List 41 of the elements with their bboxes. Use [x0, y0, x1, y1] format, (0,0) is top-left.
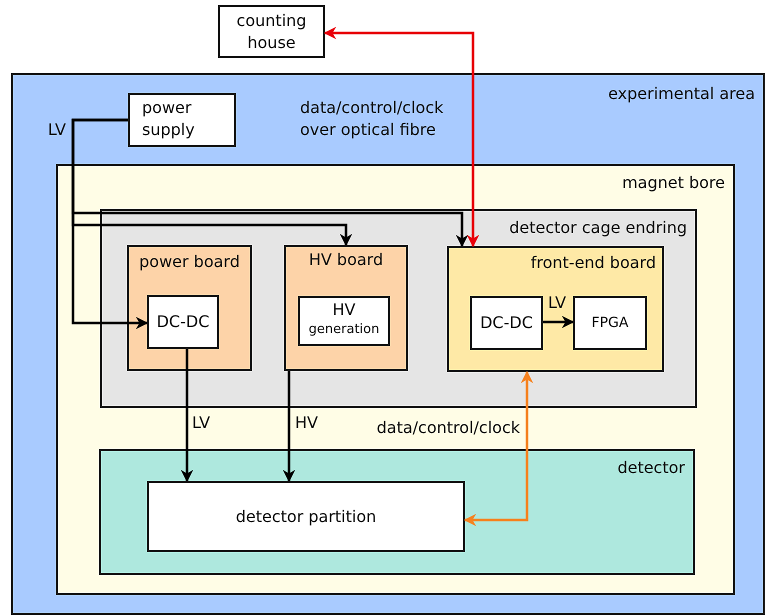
heading-label: magnet bore: [622, 172, 725, 194]
board-box: [447, 246, 664, 372]
edge-label: HV: [295, 412, 319, 434]
edge-label: LV: [192, 412, 212, 434]
connector-arrow: [464, 370, 534, 526]
edge-label: data/control/clock: [376, 417, 520, 439]
edge-label: LV: [46, 119, 66, 141]
box-label: HV: [332, 300, 356, 320]
connector-arrow: [543, 316, 574, 328]
box-label: counting house: [236, 10, 308, 54]
enclosure-panel: [100, 209, 697, 408]
connector-arrow: [324, 26, 480, 248]
connector-arrow: [72, 118, 468, 248]
box-label: power supply: [142, 97, 196, 141]
area-panel: [99, 449, 695, 575]
edge-label: data/control/clock over optical fibre: [300, 97, 444, 141]
generator-box: [298, 296, 390, 346]
heading-label: power board: [138, 251, 241, 273]
converter-box: [470, 296, 543, 350]
heading-label: front-end board: [530, 252, 656, 274]
location-box: [218, 5, 325, 58]
converter-box: [147, 295, 219, 349]
heading-label: detector cage endring: [509, 217, 687, 239]
supply-box: [128, 93, 236, 147]
box-label: FPGA: [590, 314, 630, 333]
partition-box: [147, 481, 465, 552]
heading-label: HV board: [308, 249, 384, 271]
area-panel: [11, 73, 765, 615]
board-box: [127, 245, 252, 371]
connector-arrow: [180, 349, 194, 482]
box-label: generation: [308, 322, 380, 338]
box-label: DC-DC: [479, 312, 534, 334]
box-label: detector partition: [234, 506, 378, 528]
area-panel: [56, 164, 735, 595]
edge-label: LV: [548, 292, 568, 314]
box-label: DC-DC: [156, 311, 210, 333]
connector-arrow: [282, 371, 296, 482]
heading-label: detector: [617, 457, 685, 479]
fpga-box: [573, 296, 647, 350]
heading-label: experimental area: [608, 83, 755, 105]
board-box: [284, 245, 408, 371]
